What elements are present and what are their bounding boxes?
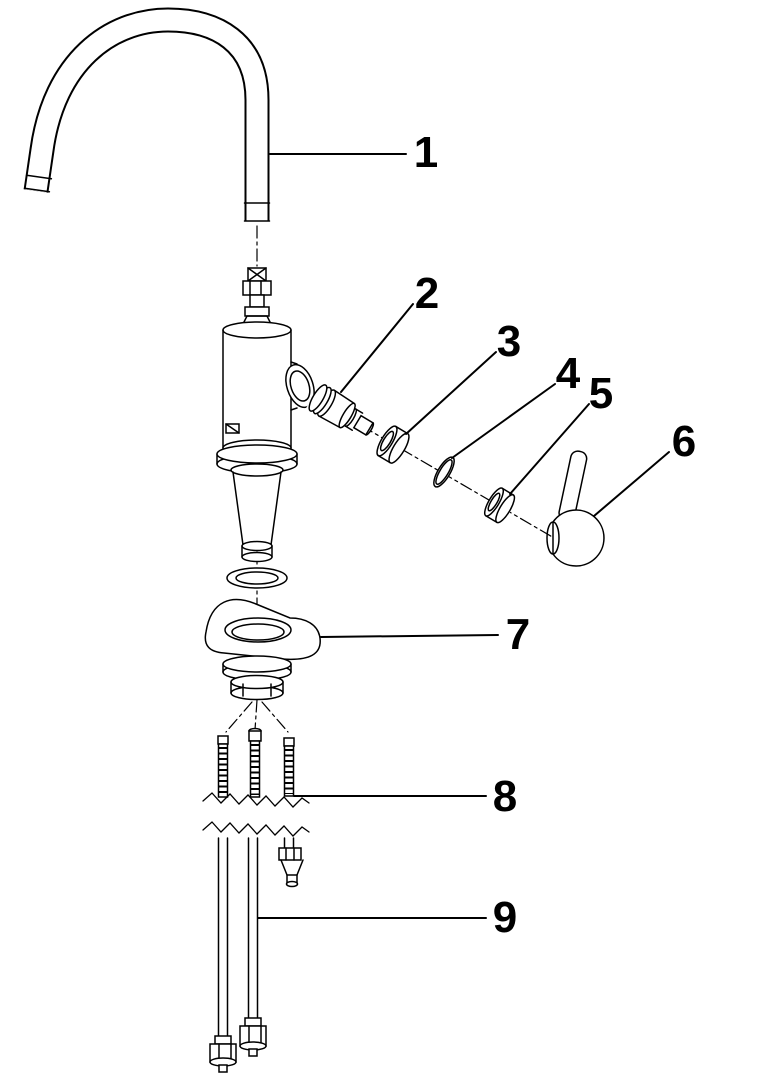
- spout: [23, 7, 271, 222]
- callout-labels: 1 2 3 4 5 6 7 8 9: [414, 128, 696, 942]
- lever-handle: [546, 450, 605, 567]
- retaining-ring: [373, 423, 413, 466]
- callout-label-9: 9: [493, 893, 517, 942]
- callout-label-4: 4: [556, 349, 581, 398]
- cartridge: [305, 381, 379, 444]
- mounting-plate: [204, 598, 321, 661]
- callout-label-1: 1: [414, 128, 438, 177]
- callout-label-2: 2: [415, 269, 439, 318]
- callout-label-5: 5: [589, 369, 613, 418]
- faucet-body: [216, 321, 315, 563]
- trim-cap: [481, 485, 519, 526]
- inlet-studs: [217, 727, 295, 798]
- break-marks: [202, 792, 310, 837]
- callout-label-8: 8: [493, 772, 517, 821]
- spout-connector: [239, 267, 275, 331]
- callout-label-3: 3: [497, 317, 521, 366]
- mounting-hardware: [222, 655, 292, 701]
- callout-label-6: 6: [672, 417, 696, 466]
- base-gasket: [226, 567, 288, 589]
- callout-leader-lines: [257, 153, 670, 919]
- o-ring: [433, 456, 455, 488]
- hose-fittings: [209, 847, 304, 1073]
- callout-label-7: 7: [506, 610, 530, 659]
- supply-hoses: [217, 837, 295, 1037]
